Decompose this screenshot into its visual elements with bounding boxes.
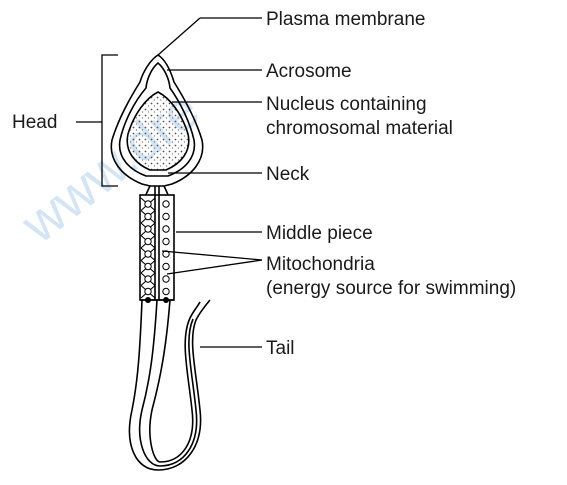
mitochondrion bbox=[163, 201, 169, 207]
mitochondria-leader-2 bbox=[167, 260, 262, 274]
mitochondrion bbox=[145, 201, 151, 207]
mitochondrion bbox=[163, 288, 169, 294]
mitochondrion bbox=[163, 276, 169, 282]
label-nucleus-line2: chromosomal material bbox=[266, 118, 453, 139]
mitochondrion bbox=[145, 288, 151, 294]
middle-piece bbox=[140, 195, 174, 300]
label-neck: Neck bbox=[266, 164, 310, 185]
mitochondrion bbox=[145, 238, 151, 244]
label-acrosome: Acrosome bbox=[266, 61, 352, 82]
mitochondrion bbox=[145, 226, 151, 232]
label-mitochondria-line2: (energy source for swimming) bbox=[266, 278, 516, 299]
label-head: Head bbox=[12, 112, 57, 133]
label-tail: Tail bbox=[266, 338, 295, 359]
mitochondrion bbox=[145, 276, 151, 282]
mitochondrion bbox=[145, 263, 151, 269]
mitochondrion bbox=[163, 263, 169, 269]
mitochondrion bbox=[145, 213, 151, 219]
mitochondrion bbox=[145, 251, 151, 257]
label-nucleus-line1: Nucleus containing bbox=[266, 94, 427, 115]
label-plasma-membrane: Plasma membrane bbox=[266, 9, 425, 30]
mitochondrion bbox=[163, 213, 169, 219]
mitochondrion bbox=[163, 238, 169, 244]
mitochondria-leader-1 bbox=[162, 251, 262, 260]
plasma-membrane-leader bbox=[158, 18, 200, 55]
label-mitochondria-line1: Mitochondria bbox=[266, 254, 375, 275]
mitochondrion bbox=[163, 226, 169, 232]
label-middle-piece: Middle piece bbox=[266, 223, 373, 244]
